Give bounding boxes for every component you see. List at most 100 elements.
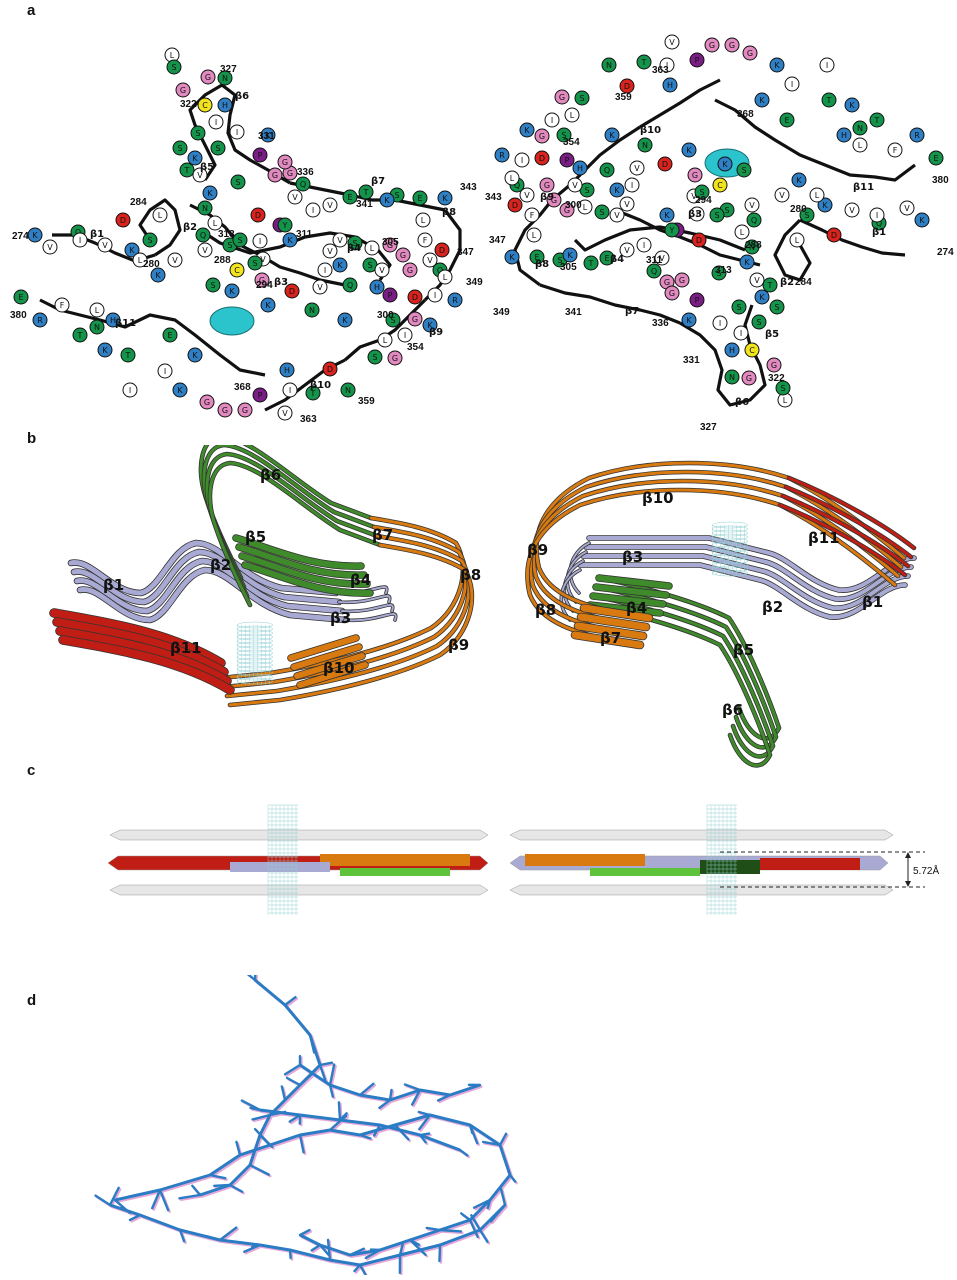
residue-circle: D bbox=[322, 361, 338, 377]
strand-label: β3 bbox=[622, 548, 643, 566]
svg-text:T: T bbox=[125, 351, 131, 360]
residue-number: 336 bbox=[297, 167, 314, 178]
residue-circle: V bbox=[619, 242, 635, 258]
svg-text:E: E bbox=[417, 194, 422, 203]
svg-text:V: V bbox=[102, 241, 108, 250]
strand-label: β7 bbox=[600, 629, 621, 647]
residue-circle: S bbox=[190, 125, 206, 141]
svg-text:I: I bbox=[696, 210, 698, 219]
ribbon-layer bbox=[783, 484, 914, 560]
residue-circle: G bbox=[741, 370, 757, 386]
residue-circle: G bbox=[217, 402, 233, 418]
svg-text:T: T bbox=[826, 96, 832, 105]
svg-text:Q: Q bbox=[751, 216, 757, 225]
residue-circle: P bbox=[252, 147, 268, 163]
stick-sidechain bbox=[398, 1242, 404, 1257]
strand-label: β9 bbox=[448, 636, 469, 654]
ribbon-layer bbox=[528, 478, 901, 639]
stick-sidechain bbox=[298, 1228, 311, 1237]
stick-sidechain bbox=[110, 1188, 122, 1208]
residue-circle: G bbox=[407, 311, 423, 327]
residue-circle: S bbox=[347, 235, 363, 251]
svg-text:C: C bbox=[202, 101, 208, 110]
residue-circle: G bbox=[277, 154, 293, 170]
ribbon-layer bbox=[592, 583, 670, 599]
stick-sidechain bbox=[364, 1248, 382, 1260]
svg-text:P: P bbox=[258, 391, 263, 400]
residue-circle: I bbox=[636, 237, 652, 253]
residue-circle: S bbox=[385, 312, 401, 328]
residue-circle: S bbox=[579, 182, 595, 198]
stick-sidechain bbox=[438, 1228, 463, 1233]
stick-sidechain bbox=[94, 1194, 112, 1207]
stick-sidechain bbox=[108, 1186, 120, 1207]
svg-text:K: K bbox=[192, 351, 198, 360]
stick-sidechain bbox=[412, 1090, 423, 1108]
svg-text:K: K bbox=[722, 160, 728, 169]
residue-circle: I bbox=[252, 233, 268, 249]
residue-circle: L bbox=[504, 170, 520, 186]
svg-text:V: V bbox=[614, 211, 620, 220]
residue-circle: V bbox=[322, 197, 338, 213]
stick-backbone bbox=[111, 1205, 508, 1268]
residue-circle: I bbox=[624, 177, 640, 193]
residue-circle: T bbox=[869, 112, 885, 128]
residue-circle: V bbox=[744, 197, 760, 213]
stick-sidechain bbox=[213, 1183, 232, 1188]
strand-label: β1 bbox=[103, 576, 124, 594]
svg-text:F: F bbox=[60, 301, 65, 310]
svg-text:K: K bbox=[287, 236, 293, 245]
residue-circle: K bbox=[97, 342, 113, 358]
residue-circle: K bbox=[260, 127, 276, 143]
stick-sidechain bbox=[508, 1173, 517, 1183]
stick-sidechain bbox=[178, 1193, 202, 1200]
ribbon-layer bbox=[525, 487, 898, 648]
stick-sidechain bbox=[300, 1074, 314, 1088]
residue-circle: P bbox=[689, 52, 705, 68]
svg-text:E: E bbox=[784, 116, 789, 125]
ribbon-layer bbox=[76, 566, 349, 624]
residue-circle: S bbox=[731, 299, 747, 315]
svg-text:S: S bbox=[780, 384, 785, 393]
residue-circle: K bbox=[609, 182, 625, 198]
svg-text:K: K bbox=[265, 301, 271, 310]
residue-circle: L bbox=[809, 187, 825, 203]
residue-circle: P bbox=[382, 287, 398, 303]
ribbon-layer bbox=[227, 542, 475, 708]
panel-label-b: b bbox=[27, 430, 37, 447]
residue-circle: L bbox=[415, 212, 431, 228]
residue-number: 284 bbox=[130, 197, 147, 208]
residue-circle: F bbox=[524, 207, 540, 223]
svg-text:V: V bbox=[849, 206, 855, 215]
stick-sidechain bbox=[258, 1133, 274, 1149]
strand-label: β7 bbox=[372, 526, 393, 544]
stick-sidechain bbox=[439, 1245, 443, 1264]
residue-circle: I bbox=[229, 124, 245, 140]
stick-sidechain bbox=[418, 1133, 427, 1144]
density-mesh bbox=[237, 521, 748, 685]
stick-sidechain bbox=[436, 1093, 452, 1102]
svg-text:V: V bbox=[282, 409, 288, 418]
ribbon-layer bbox=[67, 539, 340, 597]
residue-circle: I bbox=[122, 382, 138, 398]
svg-text:S: S bbox=[774, 303, 779, 312]
svg-text:K: K bbox=[102, 346, 108, 355]
stick-sidechain bbox=[425, 1226, 442, 1232]
stick-sidechain bbox=[483, 1142, 503, 1148]
svg-text:R: R bbox=[452, 296, 458, 305]
svg-text:L: L bbox=[783, 396, 788, 405]
residue-circle: G bbox=[267, 167, 283, 183]
residue-circle: Q bbox=[342, 277, 358, 293]
residue-circle: G bbox=[766, 357, 782, 373]
svg-text:S: S bbox=[227, 241, 232, 250]
svg-text:K: K bbox=[614, 186, 620, 195]
stick-sidechain bbox=[290, 1250, 294, 1261]
svg-text:D: D bbox=[289, 287, 295, 296]
svg-text:D: D bbox=[831, 231, 837, 240]
svg-text:V: V bbox=[47, 243, 53, 252]
residue-circle: K bbox=[817, 197, 833, 213]
residue-circle: K bbox=[332, 257, 348, 273]
stick-sidechain bbox=[419, 1115, 433, 1132]
residue-circle: D bbox=[619, 78, 635, 94]
